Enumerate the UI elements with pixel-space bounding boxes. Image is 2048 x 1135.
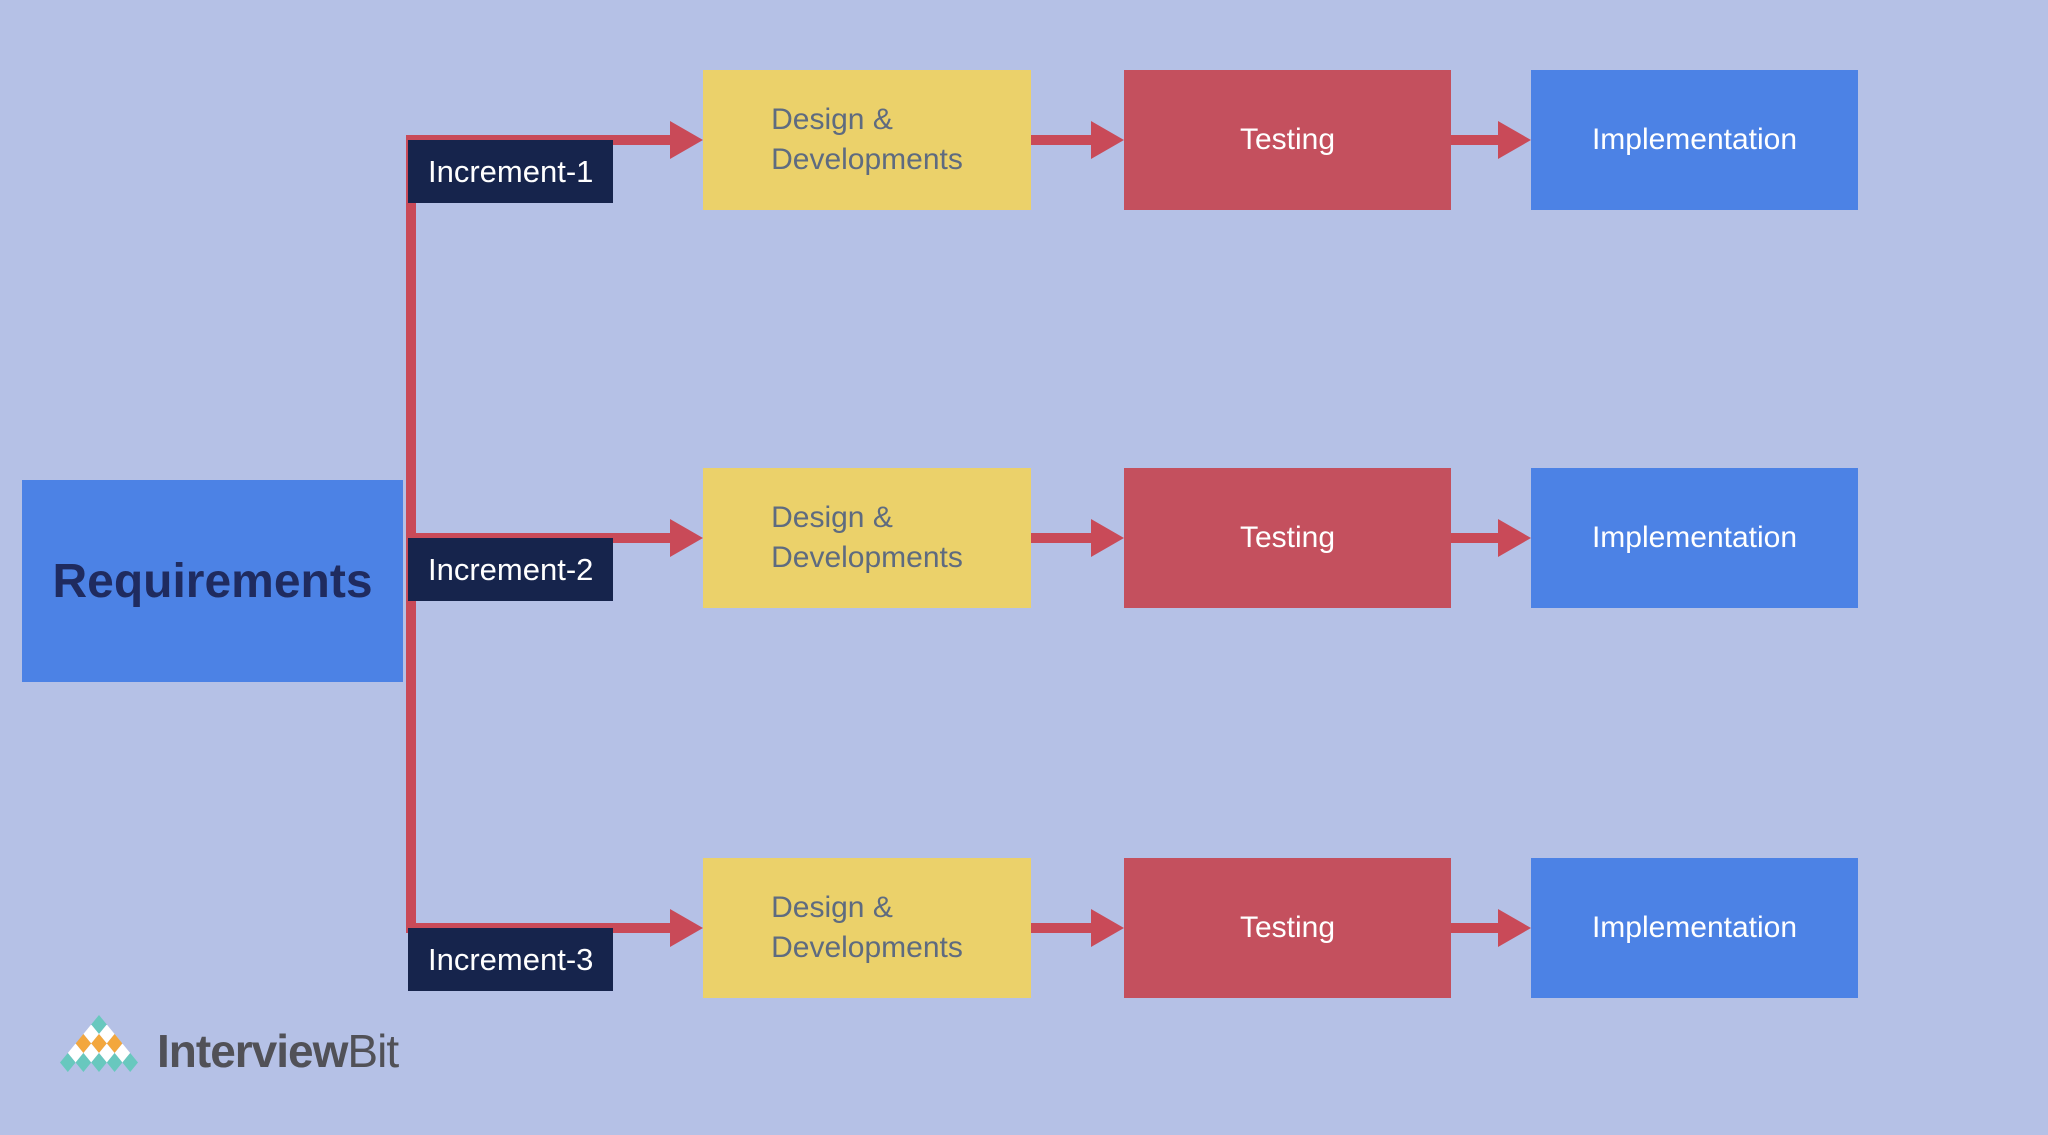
increment-2-label-box: Increment-2 [408, 538, 613, 601]
increment-1-label: Increment-1 [428, 153, 594, 189]
arrowhead-right-icon [1498, 121, 1531, 159]
design-line1: Design & [771, 103, 893, 136]
arrowhead-right-icon [670, 121, 703, 159]
arrowhead-right-icon [1498, 519, 1531, 557]
testing-box-3: Testing [1124, 858, 1451, 998]
arrow-testing-to-implementation-2 [1451, 533, 1500, 543]
design-developments-text: Design & Developments [771, 498, 963, 578]
interviewbit-logo: InterviewBit [60, 1013, 400, 1085]
requirements-label: Requirements [52, 554, 373, 608]
implementation-box-1: Implementation [1531, 70, 1858, 210]
arrow-design-to-testing-2 [1031, 533, 1093, 543]
logo-diamond-teal [75, 1053, 92, 1072]
testing-label: Testing [1239, 521, 1336, 554]
implementation-label: Implementation [1591, 521, 1798, 554]
arrowhead-right-icon [1498, 909, 1531, 947]
testing-box-1: Testing [1124, 70, 1451, 210]
increment-row-3: Increment-3 Design & Developments Testin… [0, 858, 2048, 998]
design-line2: Developments [771, 931, 963, 964]
arrow-design-to-testing-1 [1031, 135, 1093, 145]
interviewbit-wordmark: InterviewBit [157, 1025, 399, 1077]
arrowhead-right-icon [1091, 519, 1124, 557]
brand-name-bold: Interview [157, 1025, 348, 1077]
design-developments-box-3: Design & Developments [703, 858, 1031, 998]
brand-name-light: Bit [347, 1025, 399, 1077]
arrowhead-right-icon [670, 909, 703, 947]
increment-1-label-box: Increment-1 [408, 140, 613, 203]
arrowhead-right-icon [670, 519, 703, 557]
design-line1: Design & [771, 501, 893, 534]
design-developments-box-1: Design & Developments [703, 70, 1031, 210]
design-line2: Developments [771, 143, 963, 176]
logo-diamond-teal [122, 1053, 138, 1072]
requirements-box: Requirements [22, 480, 403, 682]
increment-row-1: Increment-1 Design & Developments Testin… [0, 70, 2048, 210]
design-line2: Developments [771, 541, 963, 574]
design-developments-text: Design & Developments [771, 888, 963, 968]
arrowhead-right-icon [1091, 909, 1124, 947]
increment-row-2: Increment-2 Design & Developments Testin… [0, 468, 2048, 608]
interviewbit-logo-mark [60, 1015, 138, 1073]
design-line1: Design & [771, 891, 893, 924]
increment-3-label-box: Increment-3 [408, 928, 613, 991]
implementation-box-3: Implementation [1531, 858, 1858, 998]
arrow-testing-to-implementation-1 [1451, 135, 1500, 145]
design-developments-box-2: Design & Developments [703, 468, 1031, 608]
increment-2-label: Increment-2 [428, 551, 594, 587]
testing-box-2: Testing [1124, 468, 1451, 608]
testing-label: Testing [1239, 123, 1336, 156]
increment-3-label: Increment-3 [428, 941, 594, 977]
implementation-label: Implementation [1591, 911, 1798, 944]
logo-diamond-teal [106, 1053, 123, 1072]
logo-diamond-teal [60, 1053, 76, 1072]
design-developments-text: Design & Developments [771, 100, 963, 180]
arrowhead-right-icon [1091, 121, 1124, 159]
arrow-design-to-testing-3 [1031, 923, 1093, 933]
testing-label: Testing [1239, 911, 1336, 944]
implementation-label: Implementation [1591, 123, 1798, 156]
implementation-box-2: Implementation [1531, 468, 1858, 608]
logo-diamond-teal [91, 1053, 107, 1072]
arrow-testing-to-implementation-3 [1451, 923, 1500, 933]
